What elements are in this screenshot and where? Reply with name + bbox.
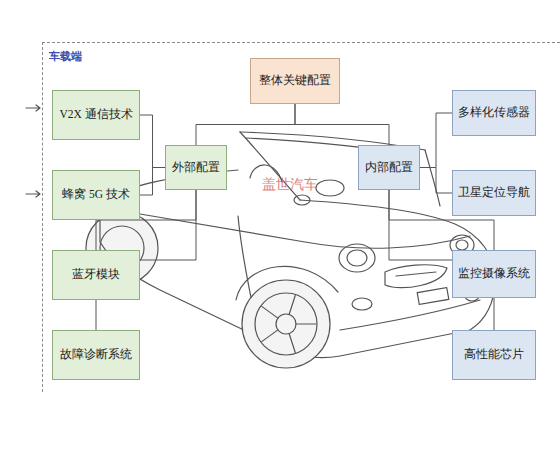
region-title: 车载端 (49, 49, 82, 64)
box-label: 高性能芯片 (464, 348, 524, 362)
connector-line (140, 115, 165, 168)
box-label: 多样化传感器 (458, 106, 530, 120)
box-label: 蜂窝 5G 技术 (62, 188, 130, 202)
entry-arrow (26, 105, 40, 111)
wheel-spoke (296, 323, 316, 324)
group-box: 内部配置 (358, 145, 420, 190)
region-frame: 车载端整体关键配置 V2X 通信技术外部配置 内部配置 多样化传感器蜂窝 5G 技术 卫… (42, 42, 560, 392)
wheel-spoke (262, 330, 278, 342)
box-label: 外部配置 (172, 161, 220, 175)
box-label: 监控摄像系统 (458, 267, 530, 281)
config-box: 蓝牙模块 (52, 250, 140, 300)
box-label: 内部配置 (365, 161, 413, 175)
watermark: 盖世汽车 (262, 176, 318, 194)
box-label: 故障诊断系统 (60, 348, 132, 362)
config-box: 高性能芯片 (452, 330, 536, 380)
group-box: 外部配置 (165, 145, 227, 190)
config-box: 多样化传感器 (452, 90, 536, 136)
box-label: 卫星定位导航 (458, 186, 530, 200)
wheel-spoke (289, 295, 295, 314)
config-box: V2X 通信技术 (52, 90, 140, 140)
config-box: 蜂窝 5G 技术 (52, 170, 140, 220)
config-box: 卫星定位导航 (452, 170, 536, 216)
connector-line (140, 168, 165, 196)
connector-line (295, 104, 389, 145)
title-box: 整体关键配置 (250, 58, 340, 104)
box-label: V2X 通信技术 (59, 108, 132, 122)
connector-line (420, 113, 452, 168)
config-box: 故障诊断系统 (52, 330, 140, 380)
entry-arrow (26, 191, 40, 197)
connector-line (196, 104, 295, 145)
connector-line (420, 168, 452, 194)
wheel-spoke (289, 334, 295, 353)
config-box: 监控摄像系统 (452, 250, 536, 298)
box-label: 蓝牙模块 (72, 268, 120, 282)
box-label: 整体关键配置 (259, 74, 331, 88)
wheel-spoke (262, 306, 278, 318)
